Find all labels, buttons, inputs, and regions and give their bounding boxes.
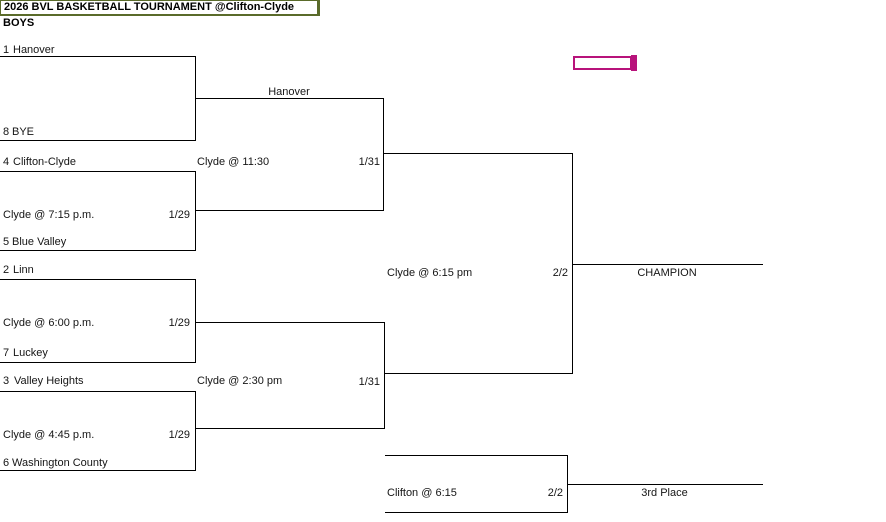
line-qf4-right: [195, 391, 196, 471]
division-label: BOYS: [3, 17, 35, 29]
champion-label: CHAMPION: [637, 267, 697, 279]
tournament-title: 2026 BVL BASKETBALL TOURNAMENT @Clifton-…: [0, 0, 320, 16]
selection-shape-handle[interactable]: [631, 55, 637, 71]
seed-1: 1: [3, 44, 10, 56]
line-sf2-right: [384, 322, 385, 429]
line-qf2-top: [0, 171, 196, 172]
line-qf1-bottom: [0, 140, 196, 141]
game-sf2-date: 1/31: [358, 376, 380, 388]
sf1-advancer: Hanover: [268, 86, 310, 98]
line-final-right: [572, 153, 573, 374]
seed-2: 2: [3, 264, 10, 276]
line-sf1-top: [195, 98, 384, 99]
game-final-date: 2/2: [552, 267, 568, 279]
game-qf4-date: 1/29: [168, 429, 190, 441]
game-qf3-date: 1/29: [168, 317, 190, 329]
selection-shape[interactable]: [573, 56, 632, 70]
team-hanover: Hanover: [13, 44, 55, 56]
game-qf3-time: Clyde @ 6:00 p.m.: [3, 317, 95, 329]
line-third-top: [385, 455, 568, 456]
game-qf2-time: Clyde @ 7:15 p.m.: [3, 209, 95, 221]
seed-4: 4: [3, 156, 10, 168]
line-qf3-bottom: [0, 362, 196, 363]
line-qf4-top: [0, 391, 196, 392]
line-final-feed-top: [383, 153, 573, 154]
game-qf4-time: Clyde @ 4:45 p.m.: [3, 429, 95, 441]
line-sf1-right: [383, 98, 384, 211]
line-third-winner: [567, 484, 763, 485]
seed-6: 6: [3, 457, 10, 469]
seed-5: 5: [3, 236, 10, 248]
game-sf1-date: 1/31: [358, 156, 380, 168]
game-sf2-time: Clyde @ 2:30 pm: [197, 375, 283, 387]
game-final-time: Clyde @ 6:15 pm: [387, 267, 473, 279]
line-third-bottom: [385, 512, 568, 513]
line-qf4-bottom: [0, 470, 196, 471]
line-sf1-bottom: [195, 210, 384, 211]
line-qf3-right: [195, 279, 196, 363]
seed-8: 8: [3, 126, 10, 138]
line-qf2-right: [195, 171, 196, 251]
team-clifton-clyde: Clifton-Clyde: [13, 156, 76, 168]
game-third-time: Clifton @ 6:15: [387, 487, 457, 499]
seed-3: 3: [3, 375, 10, 387]
line-qf3-top: [0, 279, 196, 280]
team-bye: BYE: [12, 126, 35, 138]
seed-7: 7: [3, 347, 10, 359]
line-qf1-top: [0, 56, 196, 57]
team-luckey: Luckey: [13, 347, 48, 359]
team-washington-county: Washington County: [12, 457, 108, 469]
line-qf2-bottom: [0, 250, 196, 251]
line-sf2-bottom: [195, 428, 385, 429]
game-third-date: 2/2: [547, 487, 563, 499]
third-place-label: 3rd Place: [641, 487, 688, 499]
line-final-feed-bottom: [384, 373, 573, 374]
team-valley-heights: Valley Heights: [14, 375, 84, 387]
team-linn: Linn: [13, 264, 34, 276]
team-blue-valley: Blue Valley: [12, 236, 67, 248]
game-qf2-date: 1/29: [168, 209, 190, 221]
line-champion: [572, 264, 763, 265]
game-sf1-time: Clyde @ 11:30: [197, 156, 270, 168]
line-sf2-top: [195, 322, 385, 323]
